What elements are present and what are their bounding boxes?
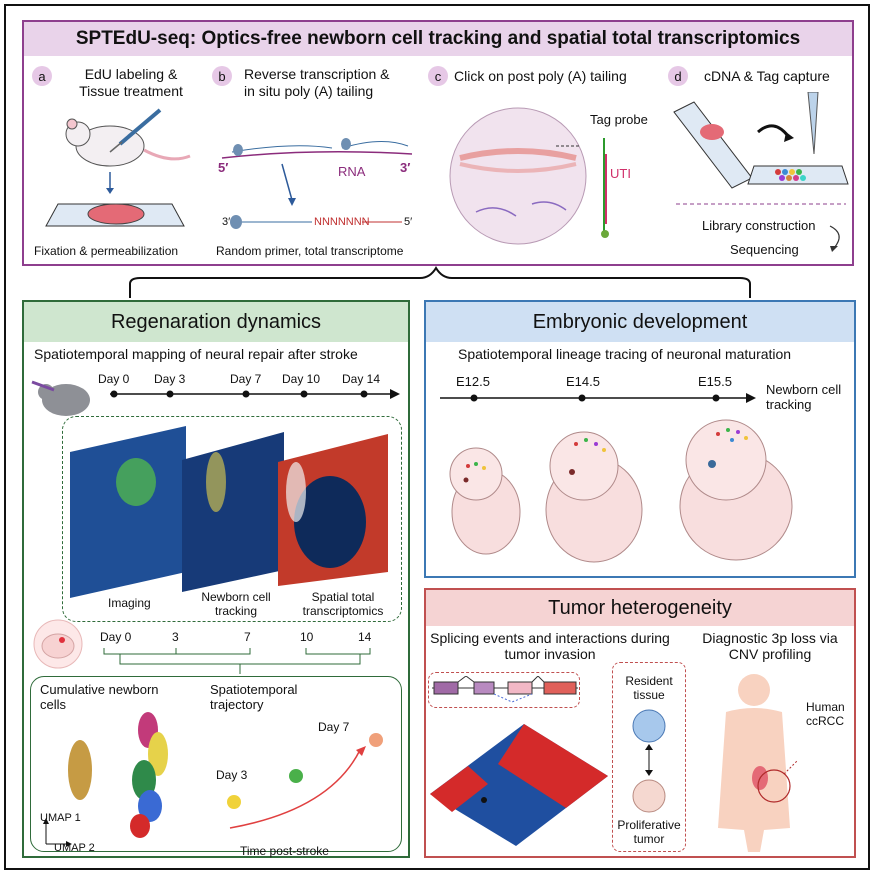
workflow-box	[22, 20, 854, 266]
timeline-day-7: Day 7	[230, 372, 262, 386]
exon-diagram	[432, 676, 578, 703]
step-a-line2: Tissue treatment	[79, 83, 183, 99]
step-d: d	[668, 66, 688, 86]
imaging-label: Imaging	[108, 596, 151, 610]
brain-stroke-icon	[33, 619, 83, 669]
step-d-badge: d	[668, 66, 688, 86]
lower-timeline-7: 7	[244, 630, 251, 644]
cumulative-label: Cumulative newborn cells	[40, 682, 159, 712]
regeneration-panel: Regenaration dynamics	[22, 300, 410, 858]
resident-label: Resident tissue	[625, 674, 673, 702]
umap-plot	[43, 712, 168, 847]
step-b-badge: b	[212, 66, 232, 86]
tumor-tissue-map	[430, 724, 608, 846]
day7-label: Day 7	[318, 720, 350, 734]
regeneration-subtitle: Spatiotemporal mapping of neural repair …	[34, 346, 358, 362]
section-bracket	[129, 266, 751, 298]
lower-timeline-day-0: Day 0	[100, 630, 132, 644]
splicing-box	[428, 672, 580, 708]
figure-frame	[4, 4, 870, 870]
click-tailing-illustration	[449, 107, 609, 245]
stage-e14: E14.5	[566, 374, 600, 389]
step-b: b	[212, 66, 232, 86]
step-c: c	[428, 66, 448, 86]
human-ccrcc-label: Human ccRCC	[806, 700, 845, 728]
tag-capture-illustration	[673, 92, 849, 205]
lower-timeline-10: 10	[300, 630, 314, 644]
random-primer-sequence: NNNNNNN	[314, 216, 370, 228]
human-body-illustration	[718, 674, 799, 852]
mouse-injection-illustration	[45, 108, 191, 227]
neuron-trajectory	[227, 733, 383, 829]
embryo-illustrations	[449, 419, 793, 563]
uti-label: UTI	[610, 166, 631, 181]
tumor-panel: Tumor heterogeneity	[424, 588, 856, 858]
three-prime-label: 3′	[400, 160, 411, 175]
trajectory-label: Spatiotemporal trajectory	[210, 682, 298, 712]
tag-probe-label: Tag probe	[590, 112, 648, 127]
step-b-title: Reverse transcription & in situ poly (A)…	[244, 66, 424, 100]
step-a: a	[32, 66, 52, 86]
timeline-day-0: Day 0	[98, 372, 130, 386]
splicing-title: Splicing events and interactions during …	[430, 630, 670, 662]
figure-title: SPTEdU-seq: Optics-free newborn cell tra…	[24, 22, 852, 56]
trajectory-box	[30, 676, 402, 852]
curved-arrow-icon	[829, 225, 840, 252]
regen-timeline	[31, 380, 400, 416]
step-a-caption: Fixation & permeabilization	[34, 244, 179, 258]
embryonic-subtitle: Spatiotemporal lineage tracing of neuron…	[458, 346, 792, 362]
imaging-box	[62, 416, 402, 622]
five-prime-label: 5′	[218, 160, 229, 175]
reverse-transcription-illustration	[221, 138, 413, 229]
timeline-day-3: Day 3	[154, 372, 186, 386]
embryonic-panel: Embryonic development	[424, 300, 856, 578]
lower-timeline-14: 14	[358, 630, 372, 644]
embryonic-header: Embryonic development	[426, 302, 854, 342]
lower-timeline-brackets	[103, 648, 371, 674]
sequencing-label: Sequencing	[730, 242, 799, 257]
umap1-label: UMAP 1	[40, 812, 81, 824]
lower-timeline-3: 3	[172, 630, 179, 644]
embryo-timeline	[440, 393, 756, 403]
tumor-header: Tumor heterogeneity	[426, 590, 854, 626]
library-construction-label: Library construction	[702, 218, 816, 233]
proliferative-label: Proliferative tumor	[617, 818, 681, 846]
step-a-title: EdU labeling & Tissue treatment	[56, 66, 206, 100]
time-axis-label: Time post-stroke	[240, 844, 329, 858]
primer-three-prime: 3′	[222, 216, 231, 228]
stage-e15: E15.5	[698, 374, 732, 389]
step-b-line1: Reverse transcription &	[244, 66, 390, 82]
step-b-caption: Random primer, total transcriptome	[216, 244, 404, 258]
step-c-title: Click on post poly (A) tailing	[454, 68, 627, 84]
rna-label: RNA	[338, 164, 366, 179]
step-c-badge: c	[428, 66, 448, 86]
newborn-tracking-label: Newborn cell tracking	[201, 590, 271, 618]
step-d-title: cDNA & Tag capture	[704, 68, 830, 84]
cell-cluster-illustration	[632, 709, 666, 813]
stage-e12: E12.5	[456, 374, 490, 389]
step-b-line2: in situ poly (A) tailing	[244, 83, 374, 99]
cnv-title: Diagnostic 3p loss via CNV profiling	[702, 630, 838, 662]
timeline-day-10: Day 10	[282, 372, 321, 386]
day3-label: Day 3	[216, 768, 248, 782]
tissue-image-stack	[70, 426, 388, 598]
timeline-day-14: Day 14	[342, 372, 381, 386]
embryo-tracking-label: Newborn cell tracking	[766, 382, 842, 412]
step-a-line1: EdU labeling &	[84, 66, 178, 82]
regeneration-header: Regenaration dynamics	[24, 302, 408, 342]
primer-five-prime: 5′	[404, 216, 413, 228]
umap2-label: UMAP 2	[54, 842, 95, 854]
step-a-badge: a	[32, 66, 52, 86]
spatial-transcriptomics-label: Spatial total transcriptomics	[302, 590, 384, 618]
tissue-interaction-box	[612, 662, 686, 852]
